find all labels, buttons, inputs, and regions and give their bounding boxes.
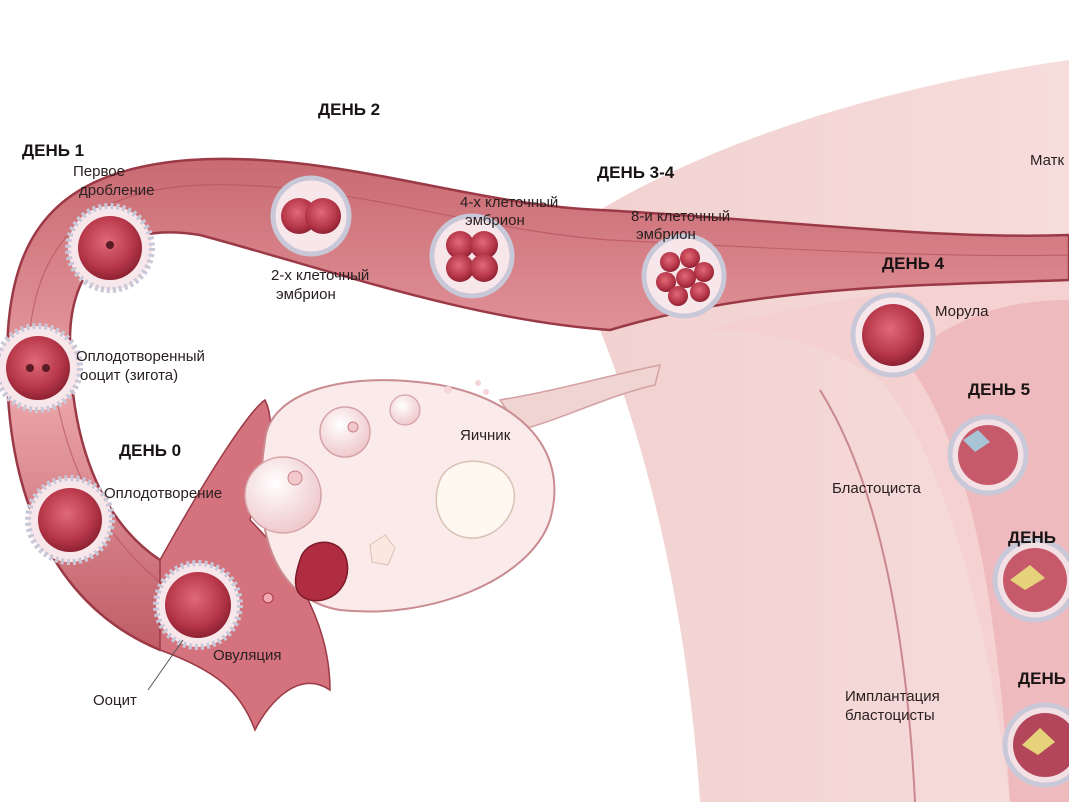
day-3-4-label: ДЕНЬ 3-4: [597, 163, 675, 182]
ovarian-ligament: [498, 364, 662, 431]
fertilization-label: Оплодотворение: [104, 485, 223, 502]
ovary-label: Яичник: [460, 427, 511, 444]
blastocyst: [947, 414, 1029, 496]
implantation-label-line1: Имплантация: [845, 688, 940, 705]
endometrium-lining: [905, 300, 1069, 802]
two-cell-label-line1: 2-х клеточный: [271, 267, 370, 284]
ovulation-label: Овуляция: [213, 647, 282, 664]
two-cell-embryo: [270, 175, 352, 257]
zygote-label-line1: Оплодотворенный: [76, 348, 205, 365]
morula-label: Морула: [935, 303, 989, 320]
oocyte-label: Ооцит: [93, 692, 137, 709]
day-0-label: ДЕНЬ 0: [119, 441, 182, 460]
eight-cell-label-line1: 8-и клеточный: [631, 208, 731, 225]
zygote: [0, 323, 83, 413]
day-2-label: ДЕНЬ 2: [318, 100, 381, 119]
follicle-small: [389, 394, 421, 426]
ruptured-follicle: [294, 541, 349, 602]
implanting-blastocyst: [1002, 702, 1069, 788]
morula: [850, 292, 936, 378]
oocyte-ovulation: [153, 560, 243, 650]
eight-cell-label-line2: эмбрион: [636, 226, 696, 243]
first-cleavage-label-line2: дробление: [79, 182, 155, 199]
first-cleavage-label-line1: Первое: [73, 163, 125, 180]
blastocyst-label: Бластоциста: [832, 480, 921, 497]
day-7-label: ДЕНЬ: [1018, 669, 1066, 688]
day-5-label: ДЕНЬ 5: [968, 380, 1031, 399]
four-cell-embryo: [429, 213, 515, 299]
day-1-label: ДЕНЬ 1: [22, 141, 85, 160]
released-oocyte-small: [262, 592, 274, 604]
four-cell-label-line2: эмбрион: [465, 212, 525, 229]
implantation-label-line2: бластоцисты: [845, 707, 935, 724]
day-4-label: ДЕНЬ 4: [882, 254, 945, 273]
corpus-albicans: [435, 460, 516, 539]
day-6-label: ДЕНЬ: [1008, 528, 1056, 547]
four-cell-label-line1: 4-х клеточный: [460, 194, 559, 211]
eight-cell-embryo: [641, 233, 727, 319]
zygote-label-line2: ооцит (зигота): [80, 367, 179, 384]
follicle-medium: [319, 406, 371, 458]
follicle-large: [244, 456, 322, 534]
blastocyst-day6: [992, 537, 1069, 623]
first-cleavage-cell: [65, 203, 155, 293]
uterus-label: Матк: [1030, 152, 1065, 169]
oocyte-fertilization: [25, 475, 115, 565]
two-cell-label-line2: эмбрион: [276, 286, 336, 303]
